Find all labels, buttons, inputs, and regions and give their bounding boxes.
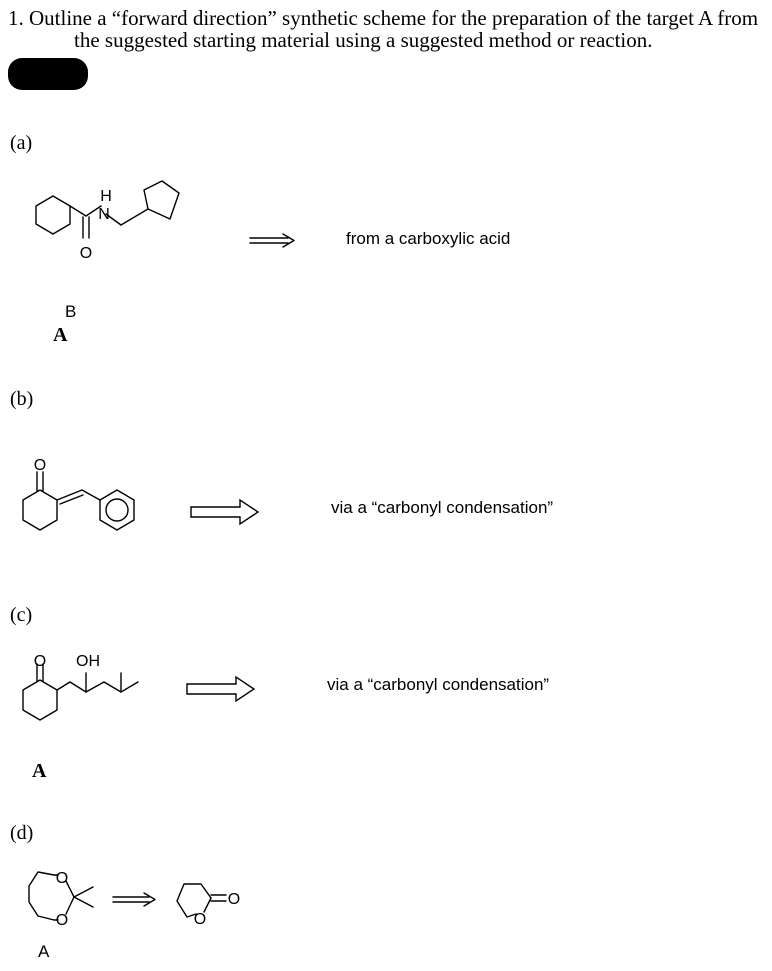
cyclohexanone-ring xyxy=(22,489,58,531)
part-a-label-b: B xyxy=(65,302,77,321)
double-line-arrow-icon xyxy=(249,233,295,248)
question-line-1: 1. Outline a “forward direction” synthet… xyxy=(8,6,759,30)
part-d-label: (d) xyxy=(10,822,34,844)
hollow-arrow-icon xyxy=(190,498,260,526)
atom-oh: OH xyxy=(76,653,100,670)
atom-o: O xyxy=(80,245,92,262)
part-b-label: (b) xyxy=(10,388,34,410)
part-c-note: via a “carbonyl condensation” xyxy=(327,675,550,694)
part-d-lactone-structure: O O xyxy=(176,883,240,928)
part-d-label-a: A xyxy=(38,942,50,961)
atom-o: O xyxy=(194,911,206,928)
part-a-label: (a) xyxy=(10,132,33,154)
part-c-aldol-structure: O OH xyxy=(22,653,139,721)
atom-o: O xyxy=(34,653,46,670)
question-line-2: the suggested starting material using a … xyxy=(74,28,653,52)
atom-o: O xyxy=(56,870,68,887)
part-a-amide-structure: H N O xyxy=(35,180,180,262)
atom-h: H xyxy=(100,188,112,205)
part-b-enone-structure: O xyxy=(22,457,135,531)
cyclohexanone-ring xyxy=(22,679,58,721)
part-d-ketal-structure: O O xyxy=(28,870,94,929)
atom-o: O xyxy=(34,457,46,474)
part-c-label: (c) xyxy=(10,604,33,626)
hollow-arrow-icon xyxy=(186,675,256,703)
atom-o: O xyxy=(56,912,68,929)
atom-o: O xyxy=(228,891,240,908)
part-a-note: from a carboxylic acid xyxy=(346,229,511,248)
double-line-arrow-icon xyxy=(112,892,156,907)
cyclopentane-ring xyxy=(143,180,180,220)
benzene-ring xyxy=(99,489,135,531)
cyclohexane-ring xyxy=(35,195,71,235)
benzene-aromatic-circle xyxy=(105,498,129,522)
redaction-box xyxy=(8,58,88,90)
part-a-label-a: A xyxy=(53,324,68,346)
part-c-label-a: A xyxy=(32,760,47,782)
atom-n: N xyxy=(98,206,110,223)
part-b-note: via a “carbonyl condensation” xyxy=(331,498,554,517)
